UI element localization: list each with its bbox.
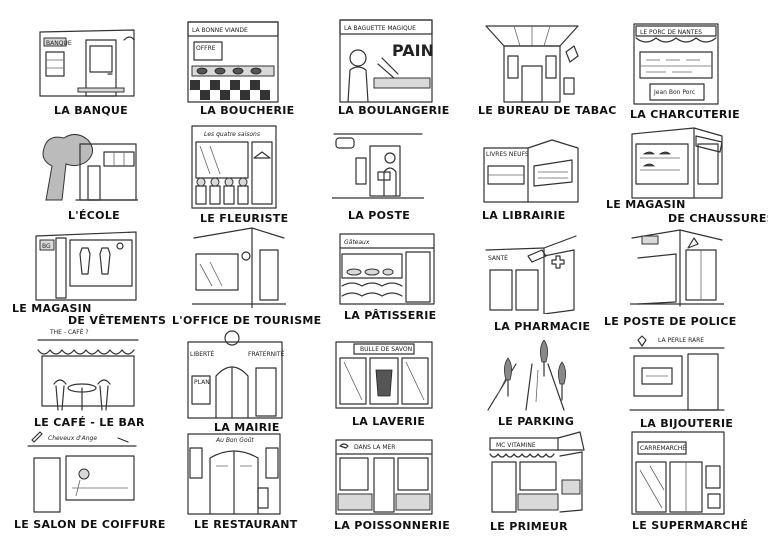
shop-label: DE VÊTEMENTS (68, 314, 167, 327)
shop-label: L'OFFICE DE TOURISME (172, 314, 322, 327)
shop-label: LA PÂTISSERIE (344, 309, 437, 322)
svg-text:LA PERLE RARE: LA PERLE RARE (658, 337, 704, 344)
shop-label: LE POSTE DE POLICE (604, 315, 737, 328)
shop-label: LA BOUCHERIE (200, 104, 295, 117)
svg-text:BG: BG (42, 243, 51, 250)
shop-label: LE PRIMEUR (490, 520, 568, 533)
svg-text:OFFRE: OFFRE (196, 45, 216, 52)
pastry-shop-illustration: Gâteaux (338, 232, 436, 306)
supermarket-illustration: CARREMARCHÉ (630, 430, 726, 516)
shop-label: L'ÉCOLE (68, 209, 120, 222)
shop-label: LE FLEURISTE (200, 212, 289, 225)
shop-label: DE CHAUSSURES (668, 212, 768, 225)
svg-text:CARREMARCHÉ: CARREMARCHÉ (640, 444, 686, 452)
parking-illustration (486, 340, 582, 412)
shop-label: LA POISSONNERIE (334, 519, 451, 532)
restaurant-illustration: Au Bon Goût (186, 432, 282, 516)
shoe-shop-illustration (630, 124, 724, 200)
svg-text:Jean Bon Porc: Jean Bon Porc (653, 89, 695, 96)
svg-text:Gâteaux: Gâteaux (344, 239, 370, 246)
svg-text:LE PORC DE NANTES: LE PORC DE NANTES (640, 29, 702, 36)
shop-label: LE SALON DE COIFFURE (14, 518, 166, 531)
svg-text:LIVRES NEUFS: LIVRES NEUFS (486, 151, 529, 158)
bookshop-illustration: LIVRES NEUFS (482, 138, 580, 204)
svg-text:BULLE DE SAVON: BULLE DE SAVON (360, 346, 412, 353)
shop-label: LA PHARMACIE (494, 320, 591, 333)
shop-label: LA LIBRAIRIE (482, 209, 566, 222)
shop-label: LA POSTE (348, 209, 411, 222)
laundromat-illustration: BULLE DE SAVON (334, 340, 434, 410)
svg-text:Les quatre saisons: Les quatre saisons (204, 131, 260, 138)
svg-text:MC VITAMINE: MC VITAMINE (496, 442, 536, 449)
greengrocer-illustration: MC VITAMINE (488, 430, 586, 516)
bank-illustration: BANQUE (38, 26, 138, 98)
police-station-illustration (630, 228, 724, 308)
fishmonger-illustration: DANS LA MER (334, 438, 434, 516)
delicatessen-illustration: LE PORC DE NANTES Jean Bon Porc (632, 22, 720, 106)
shop-label: LE CAFÉ - LE BAR (34, 416, 145, 429)
svg-text:THE - CAFÉ ?: THE - CAFÉ ? (49, 328, 89, 336)
svg-text:Au Bon Goût: Au Bon Goût (215, 437, 254, 444)
shop-label: LA BIJOUTERIE (640, 417, 734, 430)
tobacco-shop-illustration (484, 22, 580, 104)
svg-text:DANS LA MER: DANS LA MER (354, 444, 395, 451)
svg-text:Cheveux d'Ange: Cheveux d'Ange (48, 435, 97, 442)
svg-text:LA BAGUETTE MAGIQUE: LA BAGUETTE MAGIQUE (344, 25, 416, 32)
shop-label: LE RESTAURANT (194, 518, 298, 531)
shop-label: LE SUPERMARCHÉ (632, 519, 749, 532)
shop-label: LA CHARCUTERIE (630, 108, 740, 121)
shop-label: LE BUREAU DE TABAC (478, 104, 617, 117)
shop-label: LE MAGASIN (12, 302, 92, 315)
butcher-illustration: LA BONNE VIANDE OFFRE (186, 20, 280, 104)
jewelry-shop-illustration: LA PERLE RARE (628, 330, 726, 414)
shop-label: LA BOULANGERIE (338, 104, 450, 117)
post-office-illustration (332, 128, 424, 204)
svg-text:LIBERTÉ: LIBERTÉ (190, 350, 214, 358)
shop-label: LE MAGASIN (606, 198, 686, 211)
bakery-illustration: LA BAGUETTE MAGIQUE PAIN (338, 18, 434, 104)
svg-text:PLAN: PLAN (194, 379, 210, 386)
hair-salon-illustration: Cheveux d'Ange (26, 428, 138, 516)
clothing-shop-illustration: BG (34, 228, 138, 304)
svg-text:SANTÉ: SANTÉ (488, 254, 508, 262)
shop-label: LA LAVERIE (352, 415, 426, 428)
florist-illustration: Les quatre saisons (190, 124, 278, 210)
tourist-office-illustration (192, 224, 286, 308)
school-illustration (36, 130, 138, 206)
svg-text:PAIN: PAIN (392, 41, 434, 60)
svg-text:FRATERNITÉ: FRATERNITÉ (248, 350, 284, 358)
svg-text:BANQUE: BANQUE (46, 40, 72, 47)
shop-label: LE PARKING (498, 415, 575, 428)
town-hall-illustration: LIBERTÉ FRATERNITÉ PLAN (186, 328, 284, 420)
svg-text:LA BONNE VIANDE: LA BONNE VIANDE (192, 27, 248, 34)
cafe-illustration: THE - CAFÉ ? (36, 326, 140, 414)
shop-label: LA MAIRIE (214, 421, 280, 434)
shop-label: LA BANQUE (54, 104, 128, 117)
pharmacy-illustration: SANTÉ (484, 230, 578, 314)
